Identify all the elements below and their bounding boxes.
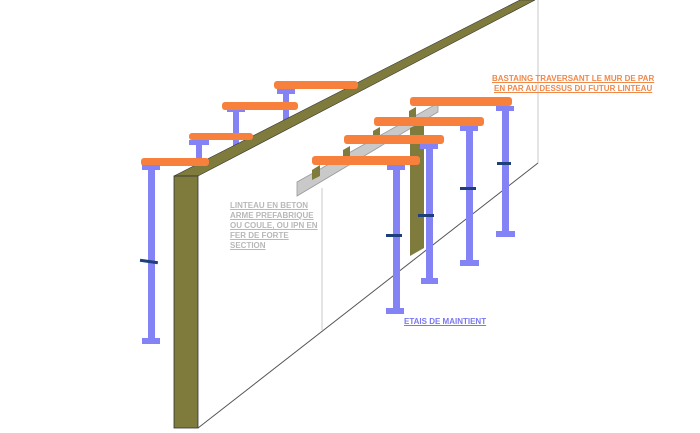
- linteau-beam: [296, 102, 439, 197]
- linteau-label-line-5: SECTION: [230, 241, 266, 250]
- linteau-label-line-4: FER DE FORTE: [230, 231, 289, 240]
- bastaings-left: [141, 81, 358, 166]
- front-props: [139, 106, 515, 344]
- bastaing-label-line-1: BASTAING TRAVERSANT LE MUR DE PAR: [492, 74, 655, 83]
- opening-jamb: [410, 122, 424, 256]
- linteau-label-line-1: LINTEAU EN BETON: [230, 201, 309, 210]
- bastaing-label: BASTAING TRAVERSANT LE MUR DE PAR EN PAR…: [492, 74, 654, 94]
- linteau-label-line-3: OU COULE, OU IPN EN: [230, 221, 318, 230]
- wall-end-face: [173, 175, 199, 429]
- wall-base-line: [197, 162, 539, 429]
- linteau-label-line-2: ARME PREFABRIQUE: [230, 211, 314, 220]
- bastaing-label-line-2: EN PAR AU DESSUS DU FUTUR LINTEAU: [494, 84, 653, 93]
- etais-label: ETAIS DE MAINTIENT: [404, 317, 487, 326]
- linteau-notch: [312, 165, 320, 180]
- bastaings-right: [312, 97, 512, 165]
- linteau-label: LINTEAU EN BETON ARME PREFABRIQUE OU COU…: [230, 201, 318, 251]
